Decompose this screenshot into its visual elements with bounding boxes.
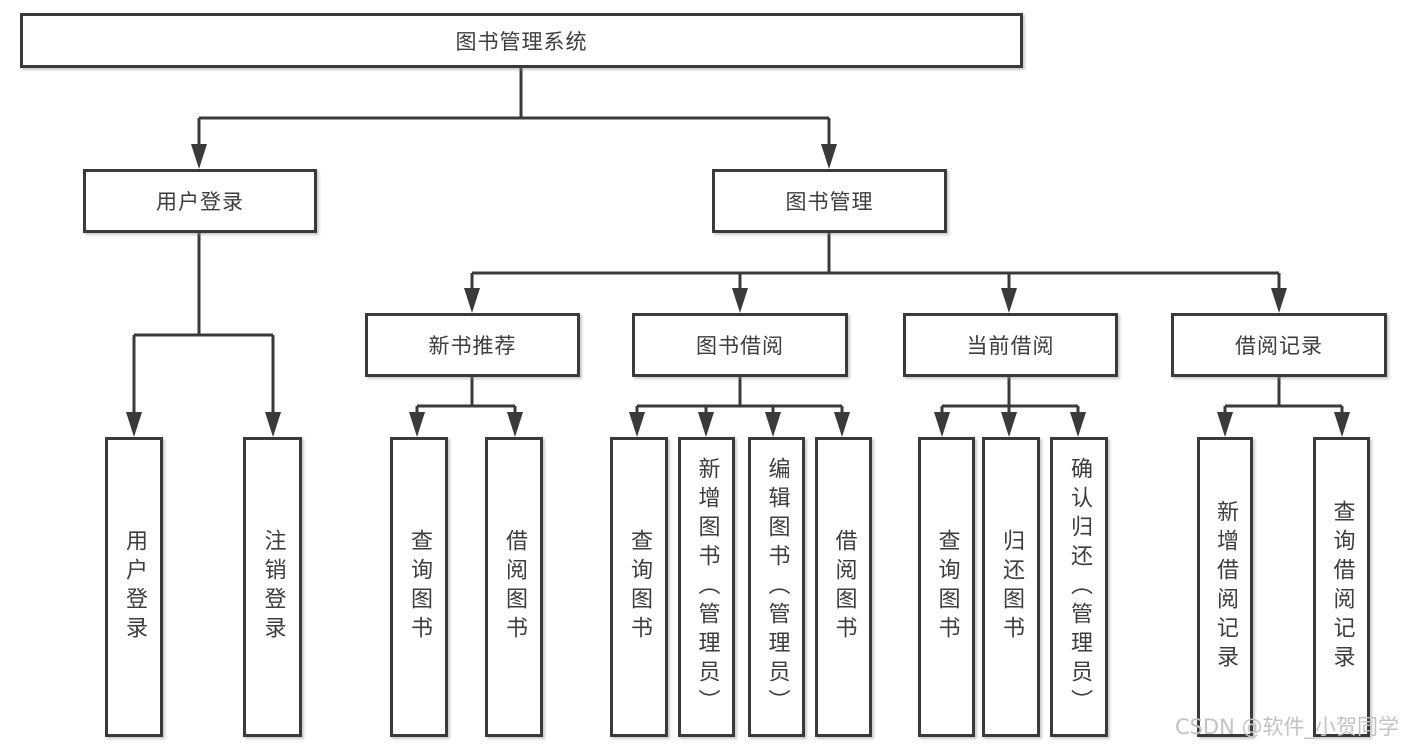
leaf-borrow-edit-admin-label: 编辑图书（管理员）	[764, 456, 790, 718]
leaf-current-query-label: 查询图书	[934, 529, 960, 645]
leaf-logout: 注销登录	[243, 437, 302, 737]
node-current-borrowing-label: 当前借阅	[966, 334, 1055, 358]
node-book-borrowing-label: 图书借阅	[696, 334, 784, 358]
arrowheads	[126, 144, 1350, 437]
node-new-book-recommend-label: 新书推荐	[428, 334, 517, 358]
leaf-current-return-label: 归还图书	[999, 529, 1024, 645]
leaf-records-add-label: 新增借阅记录	[1213, 500, 1238, 674]
node-borrowing-records: 借阅记录	[1171, 313, 1387, 377]
leaf-borrow-borrow: 借阅图书	[815, 437, 872, 737]
leaf-current-query: 查询图书	[918, 437, 975, 737]
leaf-logout-label: 注销登录	[260, 529, 286, 645]
node-root-system: 图书管理系统	[20, 13, 1023, 68]
leaf-borrow-add-admin: 新增图书（管理员）	[678, 437, 735, 737]
csdn-watermark: CSDN @软件_小贺同学	[1174, 715, 1399, 739]
node-book-management-label: 图书管理	[785, 190, 874, 214]
node-book-management: 图书管理	[712, 169, 947, 233]
node-book-borrowing: 图书借阅	[632, 313, 848, 377]
leaf-records-add: 新增借阅记录	[1197, 437, 1253, 737]
leaf-newbooks-query: 查询图书	[390, 437, 448, 737]
node-user-login: 用户登录	[83, 169, 317, 233]
node-current-borrowing: 当前借阅	[903, 313, 1118, 377]
leaf-newbooks-borrow-label: 借阅图书	[502, 529, 527, 645]
leaf-user-login-label: 用户登录	[122, 529, 147, 645]
leaf-borrow-edit-admin: 编辑图书（管理员）	[748, 437, 805, 737]
leaf-newbooks-query-label: 查询图书	[407, 529, 432, 645]
leaf-records-query: 查询借阅记录	[1313, 437, 1370, 737]
leaf-newbooks-borrow: 借阅图书	[485, 437, 543, 737]
leaf-current-confirm-admin-label: 确认归还（管理员）	[1067, 456, 1092, 718]
node-root-system-label: 图书管理系统	[455, 29, 588, 54]
leaf-records-query-label: 查询借阅记录	[1329, 500, 1355, 674]
leaf-borrow-add-admin-label: 新增图书（管理员）	[694, 456, 720, 718]
node-borrowing-records-label: 借阅记录	[1235, 334, 1323, 358]
leaf-borrow-query: 查询图书	[610, 437, 668, 737]
leaf-user-login: 用户登录	[105, 437, 163, 737]
leaf-current-confirm-admin: 确认归还（管理员）	[1050, 437, 1108, 737]
leaf-current-return: 归还图书	[982, 437, 1040, 737]
node-user-login-label: 用户登录	[156, 190, 244, 214]
leaf-borrow-borrow-label: 借阅图书	[831, 529, 857, 645]
node-new-book-recommend: 新书推荐	[365, 313, 580, 377]
leaf-borrow-query-label: 查询图书	[627, 529, 652, 645]
